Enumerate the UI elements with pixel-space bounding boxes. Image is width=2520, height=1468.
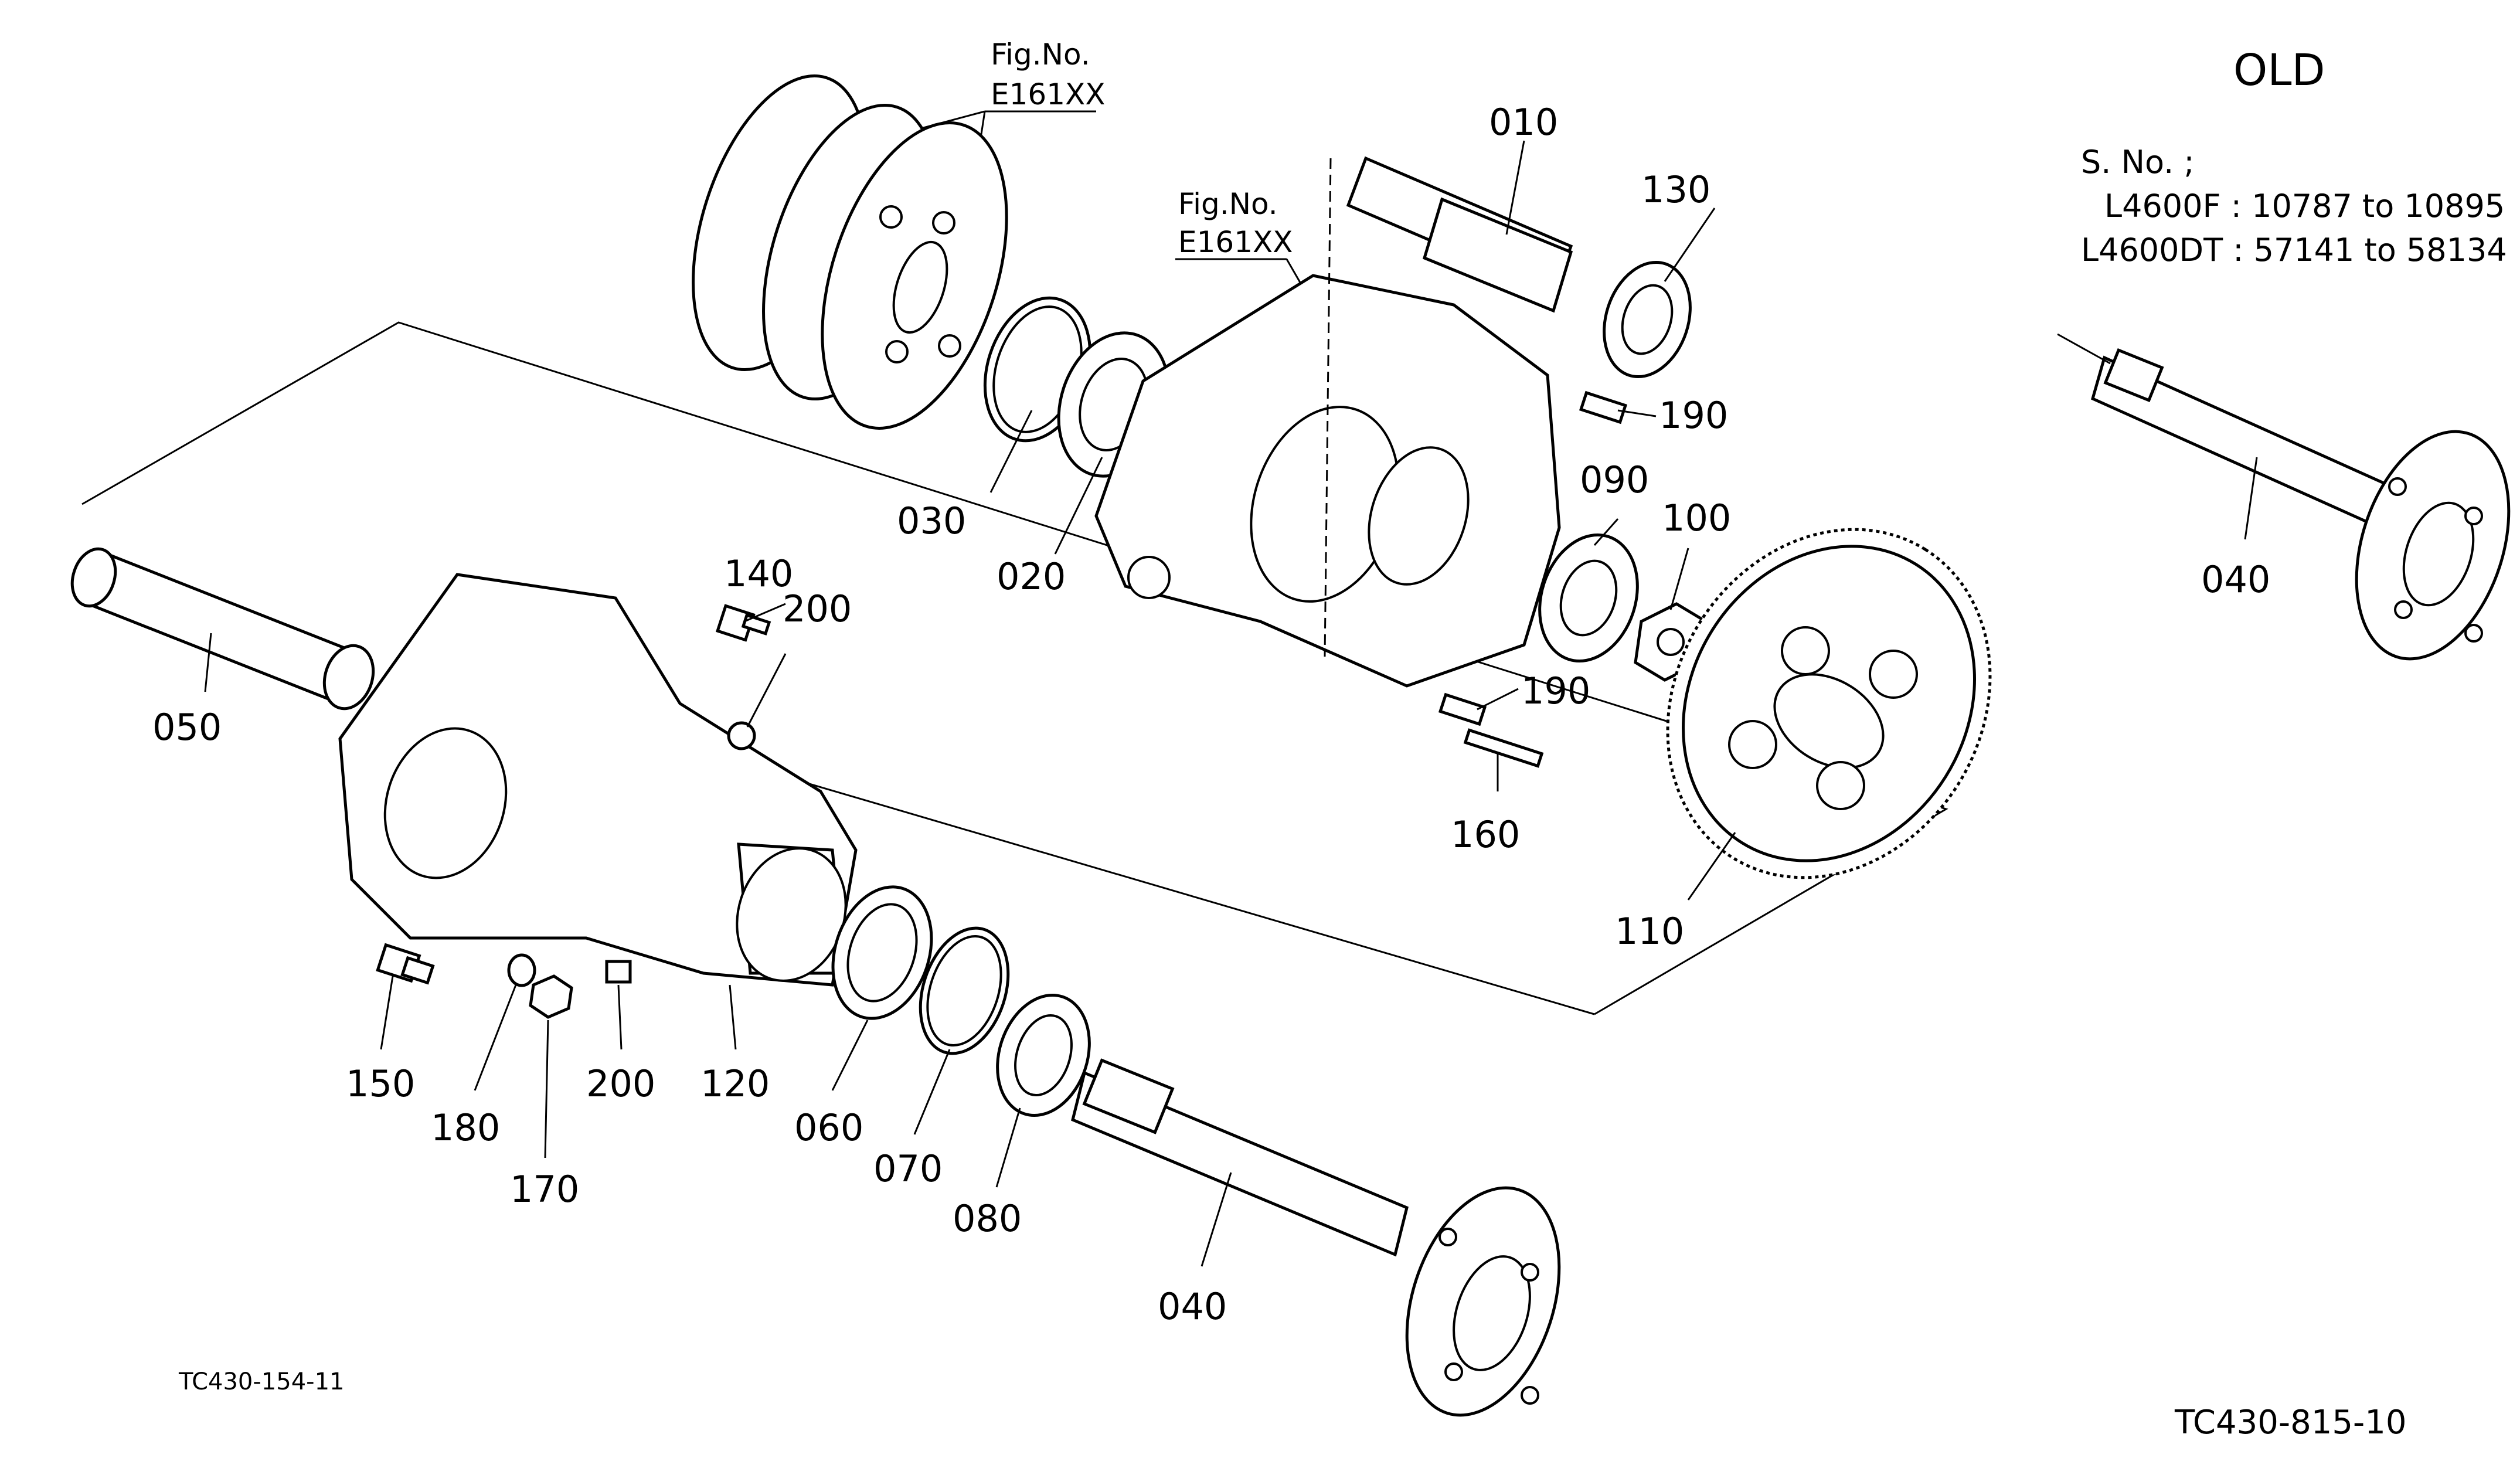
part-label-080: 080: [953, 1197, 1022, 1240]
axle-housing-120: [338, 573, 858, 987]
pin-190-upper: [1579, 390, 1628, 424]
part-label-030: 030: [897, 499, 966, 542]
serial-line-l4600dt: L4600DT : 57141 to 58134: [2081, 232, 2507, 269]
part-label-110: 110: [1615, 910, 1684, 953]
part-label-050: 050: [152, 706, 222, 749]
pin-190-lower: [1438, 692, 1487, 726]
tube-050: [70, 547, 375, 711]
part-label-070: 070: [873, 1147, 943, 1190]
nut-170: [529, 974, 573, 1019]
fig-ref-label-mid: Fig.No.: [1178, 187, 1278, 221]
figure-code-left: TC430-154-11: [178, 1368, 344, 1395]
part-label-020: 020: [997, 555, 1066, 598]
part-label-060: 060: [794, 1106, 863, 1149]
part-label-190-upper: 190: [1659, 394, 1728, 437]
bolt-140: [715, 604, 771, 642]
figure-code-right: TC430-815-10: [2174, 1404, 2406, 1442]
part-label-190-lower: 190: [1521, 670, 1590, 712]
fig-ref-label-top: Fig.No.: [991, 38, 1090, 72]
plug-200-lower: [605, 960, 632, 984]
part-label-010: 010: [1489, 101, 1558, 144]
serial-heading: S. No. ;: [2081, 144, 2195, 181]
case-housing: [1094, 274, 1561, 688]
serial-line-l4600f: L4600F : 10787 to 10895: [2104, 188, 2505, 225]
shaft-010: [1346, 156, 1573, 313]
clutch-plates: [692, 74, 1008, 430]
stud-160: [1463, 728, 1544, 768]
part-label-040: 040: [1158, 1285, 1227, 1328]
part-label-180: 180: [431, 1106, 500, 1149]
part-label-090: 090: [1580, 458, 1649, 501]
washer-180: [507, 953, 536, 987]
part-label-170: 170: [510, 1168, 579, 1211]
part-label-150: 150: [346, 1062, 415, 1105]
part-label-130: 130: [1641, 168, 1710, 211]
old-axle-shaft-040: [2091, 348, 2511, 661]
axle-shaft-040: [1071, 1058, 1561, 1417]
fig-ref-number-top: E161XX: [991, 77, 1106, 111]
old-title: OLD: [2233, 45, 2325, 96]
fig-ref-number-mid: E161XX: [1178, 225, 1293, 259]
part-label-100: 100: [1662, 497, 1731, 539]
part-label-200-lower: 200: [586, 1062, 655, 1105]
gear-110: [1666, 528, 1992, 879]
part-label-200-upper: 200: [783, 587, 852, 630]
bolt-150: [376, 943, 435, 985]
part-label-160: 160: [1451, 813, 1520, 856]
washer-200-upper: [727, 721, 756, 750]
part-label-140: 140: [724, 552, 793, 595]
part-label-040-old: 040: [2201, 558, 2270, 601]
part-label-120: 120: [700, 1062, 770, 1105]
